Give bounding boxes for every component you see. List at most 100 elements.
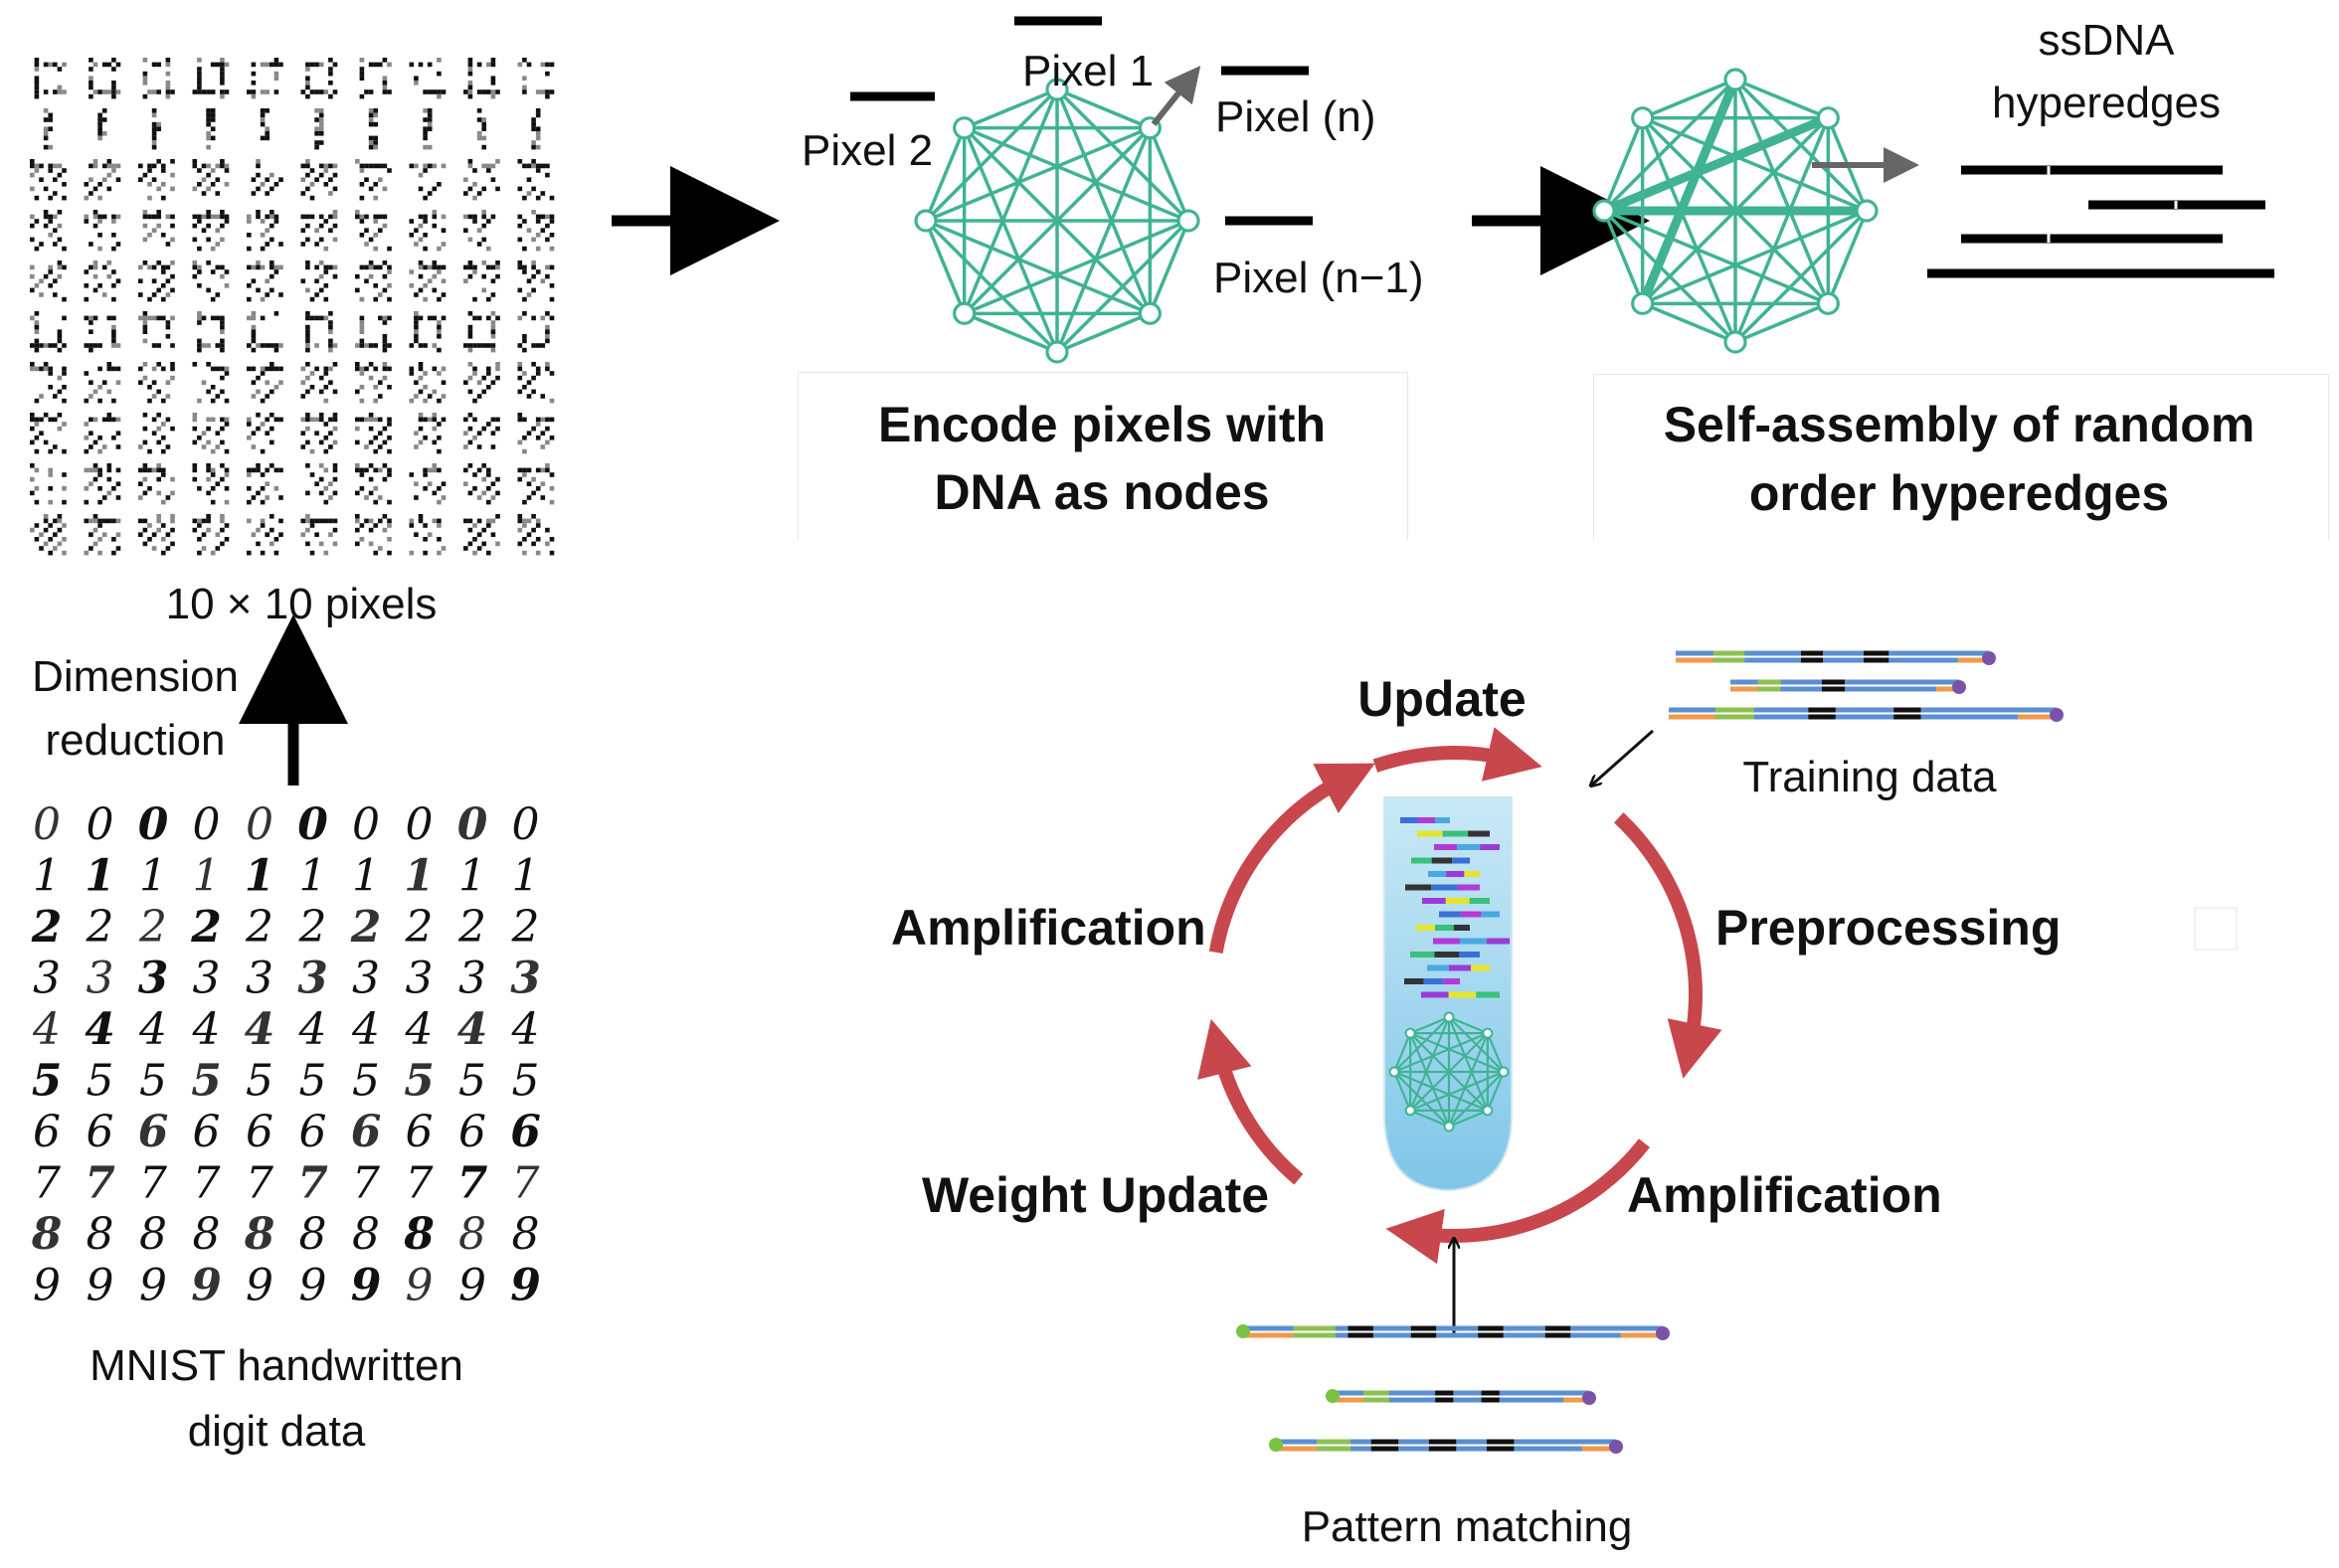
mnist-digit: 2	[298, 902, 327, 953]
mnist-digit: 5	[352, 1056, 380, 1107]
network-edge	[1392, 1071, 1412, 1112]
tube-strand	[1433, 938, 1460, 945]
mnist-digit: 1	[299, 851, 327, 902]
pixel-digit-cell	[206, 108, 216, 150]
network-edge	[1448, 1015, 1489, 1035]
pixel-digit-cell	[355, 413, 392, 454]
hyperedge-highlight	[1638, 78, 1740, 306]
network-edge	[1056, 87, 1152, 130]
assembly-caption-box	[1593, 374, 2329, 540]
pixel-digit-cell	[409, 261, 447, 302]
pixel-digit-cell	[463, 261, 500, 302]
pixel-digit-cell	[138, 362, 175, 404]
pixel-digit-cell	[84, 159, 121, 201]
pattern-matching-label: Pattern matching	[1301, 1502, 1633, 1551]
pixel-digit-cell	[30, 463, 67, 505]
tube-strand	[1421, 991, 1449, 998]
tube-strand	[1427, 964, 1450, 971]
network-node	[1723, 68, 1747, 91]
mnist-digit: 7	[297, 1158, 328, 1209]
mnist-digit: 2	[511, 902, 540, 953]
pixel-digit-cell	[517, 514, 555, 556]
mnist-digit: 8	[139, 1209, 167, 1260]
mnist-digit: 8	[352, 1209, 380, 1260]
mnist-digit: 6	[33, 1107, 61, 1157]
network-edge	[1392, 1032, 1412, 1073]
pixel-digit-cell	[30, 210, 67, 252]
pixel-digit-cell	[476, 108, 486, 150]
pixel-digit-cell	[423, 108, 433, 150]
mnist-digit: 9	[510, 1261, 541, 1311]
pixel-digit-cell	[414, 413, 447, 454]
pixel-digit-cell	[247, 362, 283, 404]
network-edge	[1602, 210, 1645, 305]
network-edge	[1734, 301, 1830, 344]
cycle-arrow	[1208, 763, 1375, 955]
network-edge	[1409, 1032, 1489, 1112]
mnist-digit: 4	[405, 1004, 434, 1055]
mnist-digit: 3	[193, 954, 221, 1004]
mnist-digit: 6	[87, 1107, 114, 1157]
network-edge	[963, 126, 1189, 223]
dna-strand	[1669, 707, 2064, 722]
mnist-caption-2: digit data	[187, 1407, 366, 1456]
pixel-grid-caption: 10 × 10 pixels	[165, 580, 438, 628]
pixel-digit-cell	[30, 413, 67, 454]
mnist-digit: 9	[191, 1261, 222, 1311]
pixel-digit-cell	[151, 108, 161, 150]
pixel-digit-cell	[300, 159, 338, 201]
pixel-digit-cell	[34, 58, 67, 99]
mnist-digit: 7	[246, 1158, 273, 1209]
cycle-arrow	[1385, 1138, 1651, 1265]
pixel-digit-cell	[84, 413, 121, 454]
pixel-digit-cell	[355, 210, 392, 252]
pixel-digit-cell	[30, 311, 67, 353]
pixel-digit-cell	[463, 362, 500, 404]
network-edge	[963, 126, 1059, 353]
mnist-digit: 2	[190, 902, 222, 953]
encode-caption: Encode pixels with	[877, 397, 1327, 452]
mnist-digit: 2	[405, 902, 434, 953]
mnist-digit: 7	[139, 1158, 167, 1209]
pixel-digit-cell	[247, 311, 283, 353]
pixel-digit-cell	[463, 159, 500, 201]
mnist-digit: 7	[457, 1158, 488, 1209]
network-edge	[1409, 1109, 1450, 1129]
pixel-digit-cell	[517, 210, 555, 252]
mnist-digit: 3	[406, 954, 434, 1004]
mnist-digit: 4	[351, 1004, 380, 1055]
network-edge	[1641, 116, 1737, 343]
cycle-preprocessing-label: Preprocessing	[1715, 900, 2062, 956]
network-node	[1855, 199, 1879, 223]
network-edge	[1056, 311, 1152, 354]
tube-dna-strands	[1400, 817, 1510, 998]
cycle-amplification-left-label: Amplification	[891, 900, 1206, 956]
tube-strand	[1400, 817, 1418, 823]
network-node	[1388, 1066, 1400, 1078]
mnist-digit: 7	[193, 1158, 221, 1209]
mnist-digit: 1	[85, 851, 115, 902]
mnist-digit: 3	[458, 954, 486, 1004]
network-edge	[924, 219, 1059, 354]
mnist-digit: 5	[246, 1056, 273, 1107]
pixel-digit-cell	[247, 261, 283, 302]
pixel-digit-cell	[409, 210, 447, 252]
pixel-n-label: Pixel (n)	[1215, 92, 1376, 141]
pixel-digit-cell	[247, 514, 283, 556]
dimension-reduction-label-2: reduction	[45, 716, 226, 765]
pixel-digit-cell	[314, 108, 324, 150]
pixel-digit-cell	[409, 58, 447, 99]
mnist-digit: 4	[192, 1004, 221, 1055]
dna-strand	[1730, 679, 1966, 694]
pixel-digit-cell	[192, 514, 230, 556]
tube-strand	[1428, 871, 1447, 877]
network-edge	[1641, 301, 1736, 344]
mnist-digit: 2	[245, 902, 273, 953]
mnist-digit: 6	[246, 1107, 273, 1157]
pixel-digit-cell	[409, 163, 447, 201]
mnist-digit: 2	[457, 902, 486, 953]
dna-strand	[1269, 1438, 1623, 1454]
training-data-arrow	[1591, 729, 1654, 785]
hyperedge-network	[1592, 68, 1879, 354]
mnist-digit: 0	[406, 799, 434, 850]
